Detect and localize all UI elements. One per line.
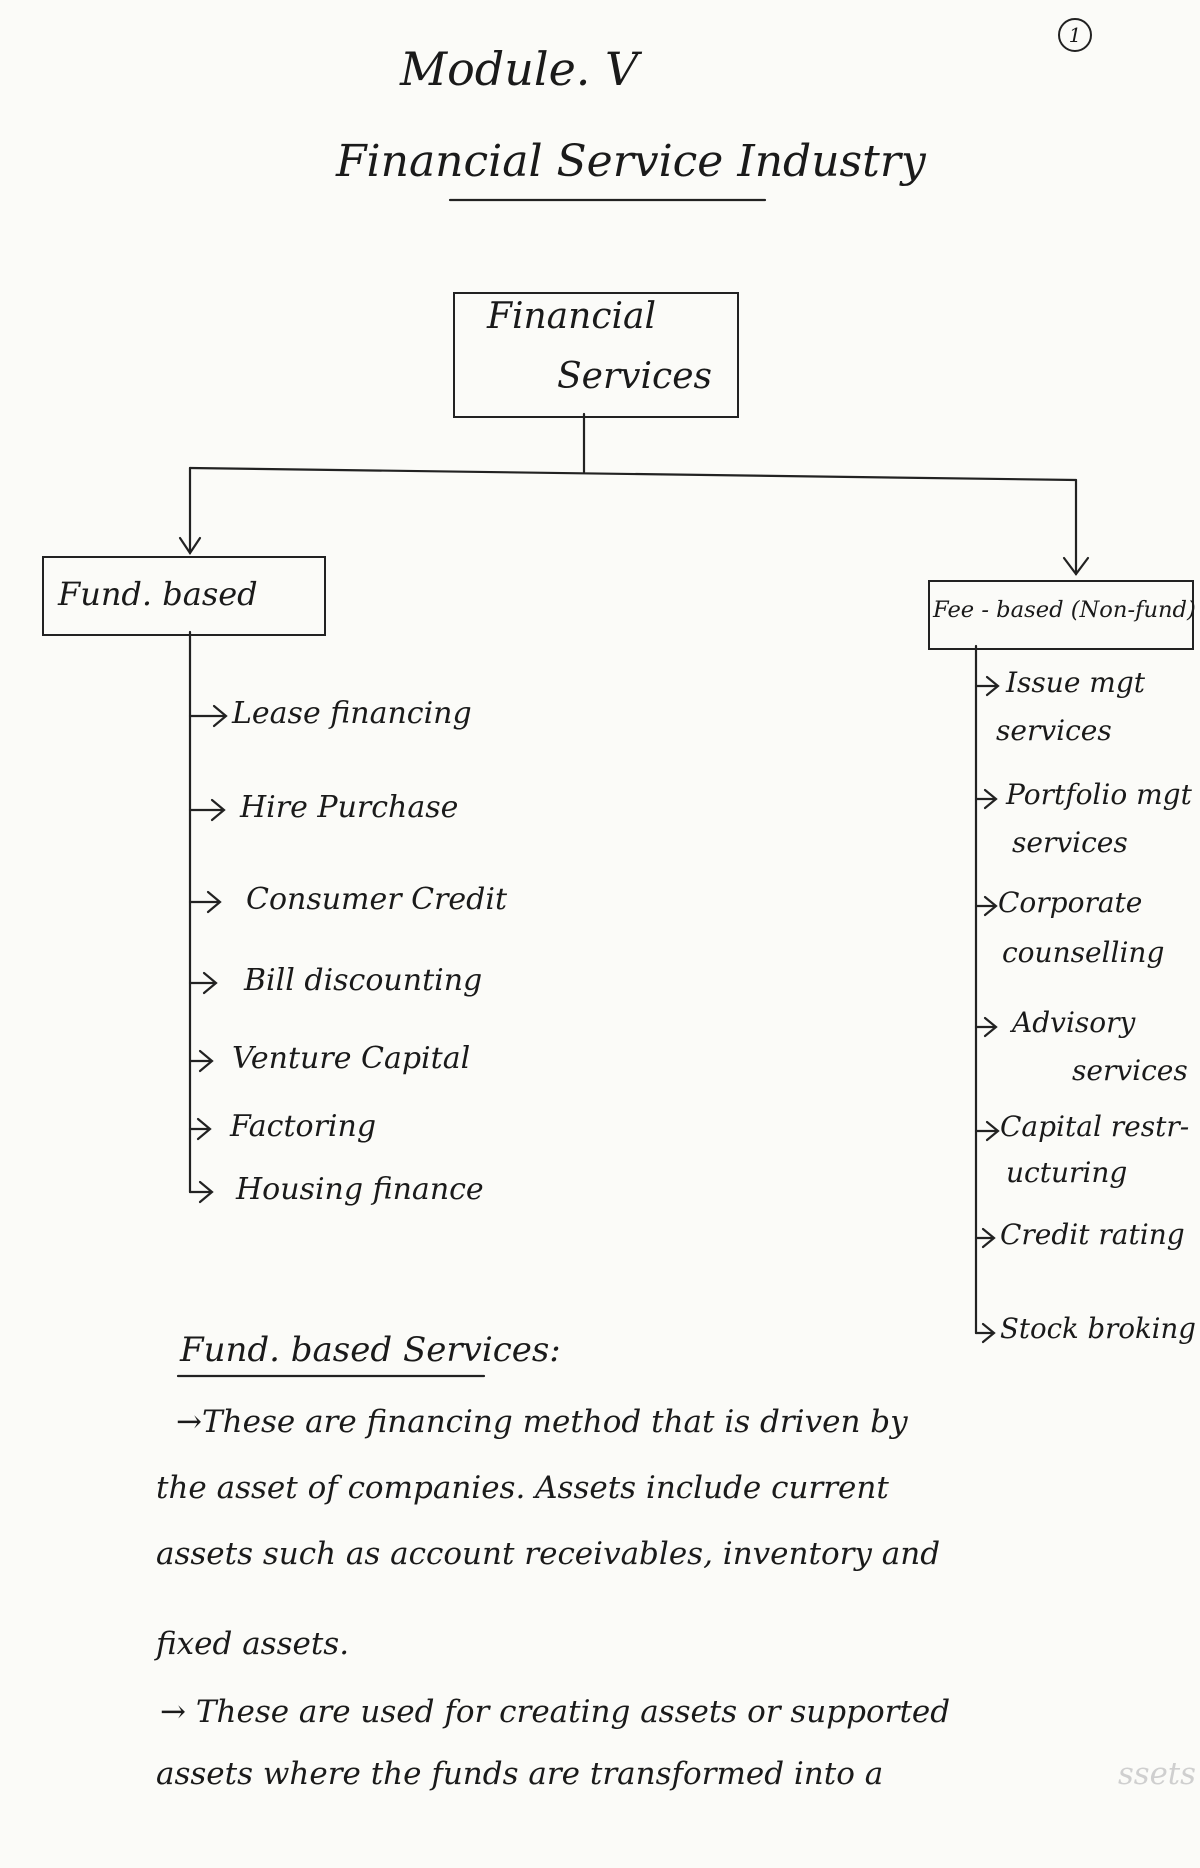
fee-item-line1: Issue mgt — [1006, 666, 1146, 699]
fee-item-line1: Advisory — [1012, 1006, 1136, 1039]
fee-item-line2: services — [1072, 1054, 1188, 1087]
left-branch-arrowhead — [178, 536, 202, 555]
fee-item-line2: ucturing — [1006, 1156, 1128, 1189]
fee-based-node-label: Fee - based (Non-fund) — [933, 597, 1196, 623]
fee-item-line2: services — [996, 714, 1112, 747]
root-node-label-line2: Services — [557, 356, 712, 397]
fund-item: Venture Capital — [232, 1041, 471, 1076]
faded-text-tail: ssets — [1118, 1756, 1196, 1792]
right-branch-arrowhead — [1062, 556, 1090, 576]
paragraph-line: fixed assets. — [156, 1626, 350, 1662]
module-title: Module. V — [400, 42, 639, 96]
fee-item-line1: Stock broking — [1000, 1312, 1196, 1345]
paragraph-line: →These are financing method that is driv… — [176, 1404, 908, 1440]
paragraph-line: assets such as account receivables, inve… — [156, 1536, 941, 1572]
page-number: 1 — [1058, 18, 1092, 52]
paragraph-line: the asset of companies. Assets include c… — [156, 1470, 889, 1506]
fund-item: Lease financing — [232, 696, 472, 731]
fee-item-line1: Portfolio mgt — [1006, 778, 1192, 811]
section-heading: Fund. based Services: — [180, 1330, 561, 1370]
fee-item-line2: services — [1012, 826, 1128, 859]
fee-item-line1: Corporate — [998, 886, 1143, 919]
left-item-arrows — [188, 704, 228, 1204]
fund-item: Factoring — [230, 1109, 377, 1144]
fee-item-line2: counselling — [1002, 936, 1165, 969]
fund-item: Consumer Credit — [246, 882, 508, 917]
branch-connector — [188, 466, 1078, 482]
fund-item: Hire Purchase — [240, 790, 459, 825]
fee-based-node-box — [928, 580, 1194, 650]
page-subtitle: Financial Service Industry — [336, 136, 926, 187]
fund-based-node-label: Fund. based — [58, 575, 258, 613]
fee-item-line1: Capital restr- — [1000, 1110, 1190, 1143]
fee-item-line1: Credit rating — [1000, 1218, 1185, 1251]
paragraph-line: → These are used for creating assets or … — [160, 1694, 951, 1730]
fund-based-node-box — [42, 556, 326, 636]
root-node-box — [453, 292, 739, 418]
paragraph-line: assets where the funds are transformed i… — [156, 1756, 884, 1792]
right-item-arrows — [974, 675, 1000, 1344]
fund-item: Bill discounting — [244, 963, 483, 998]
fund-item: Housing finance — [236, 1172, 484, 1207]
root-node-label-line1: Financial — [487, 296, 656, 337]
